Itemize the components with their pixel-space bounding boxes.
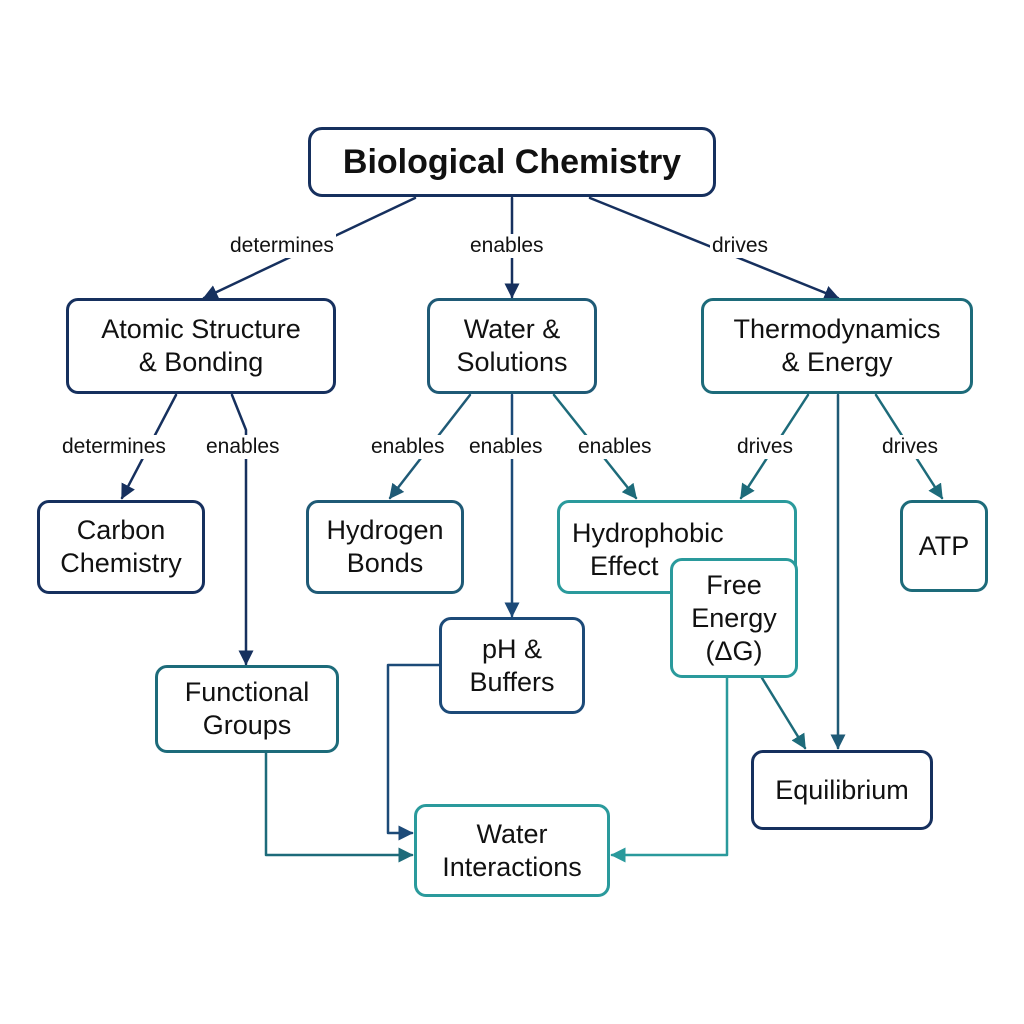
node-label-line: Solutions: [456, 347, 568, 377]
edge-atomic-functional: [230, 393, 254, 666]
node-label-line: Carbon: [76, 515, 166, 545]
node-label-line: Equilibrium: [775, 774, 909, 805]
node-label-line: Hydrogen: [326, 515, 444, 545]
node-thermodynamics-energy[interactable]: Thermodynamics & Energy: [701, 298, 973, 394]
edge-functional-interactions: [264, 751, 414, 863]
edge-label-atomic-functional: enables: [204, 435, 282, 459]
node-label-line: pH &: [481, 633, 543, 664]
node-label-line: Water: [476, 818, 548, 849]
node-label-line: Buffers: [469, 666, 555, 697]
node-label-line: Biological Chemistry: [342, 142, 682, 181]
node-label-line: & Energy: [781, 347, 893, 377]
node-label-line: & Bonding: [138, 347, 264, 377]
node-label-line: ATP: [918, 530, 970, 561]
node-label-line: Free: [706, 569, 762, 600]
node-atomic-structure-bonding[interactable]: Atomic Structure & Bonding: [66, 298, 336, 394]
edge-label-atomic-carbon: determines: [60, 435, 168, 459]
node-atp[interactable]: ATP: [900, 500, 988, 592]
node-label-line: Functional: [184, 677, 310, 707]
edge-label-water-hydrophobic: enables: [576, 435, 654, 459]
node-label-line: Effect: [590, 551, 659, 581]
edge-label-root-atomic: determines: [228, 234, 336, 258]
edge-label-root-thermo: drives: [710, 234, 771, 258]
node-functional-groups[interactable]: Functional Groups: [155, 665, 339, 753]
node-water-interactions[interactable]: Water Interactions: [414, 804, 610, 897]
node-label-line: Hydrophobic: [572, 518, 724, 548]
edge-ph-interactions: [386, 663, 441, 841]
node-carbon-chemistry[interactable]: Carbon Chemistry: [37, 500, 205, 594]
node-equilibrium[interactable]: Equilibrium: [751, 750, 933, 830]
node-label-line: Water &: [463, 314, 561, 344]
node-label-line: Groups: [202, 710, 292, 740]
node-label-line: Thermodynamics: [733, 314, 941, 344]
node-hydrogen-bonds[interactable]: Hydrogen Bonds: [306, 500, 464, 594]
edge-label-thermo-freeenergy: drives: [735, 435, 796, 459]
node-label-line: Interactions: [442, 851, 582, 882]
node-label-line: Atomic Structure: [101, 314, 301, 344]
node-label-line: Bonds: [346, 548, 424, 578]
node-free-energy[interactable]: Free Energy (ΔG): [670, 558, 798, 678]
edge-label-water-hbonds: enables: [369, 435, 447, 459]
node-ph-buffers[interactable]: pH & Buffers: [439, 617, 585, 714]
edge-label-thermo-atp: drives: [880, 435, 941, 459]
node-label-line: (ΔG): [705, 635, 763, 666]
node-hydrophobic-effect[interactable]: Hydrophobic Effect: [557, 500, 797, 594]
node-biological-chemistry[interactable]: Biological Chemistry: [308, 127, 716, 197]
node-water-solutions[interactable]: Water & Solutions: [427, 298, 597, 394]
edge-label-root-water: enables: [468, 234, 546, 258]
edge-freeenergy-equilibrium: [760, 676, 807, 750]
node-label-line: Energy: [691, 602, 777, 633]
node-label-line: Chemistry: [60, 548, 182, 578]
edge-label-water-ph: enables: [467, 435, 545, 459]
edge-freeenergy-interactions: [610, 676, 729, 863]
